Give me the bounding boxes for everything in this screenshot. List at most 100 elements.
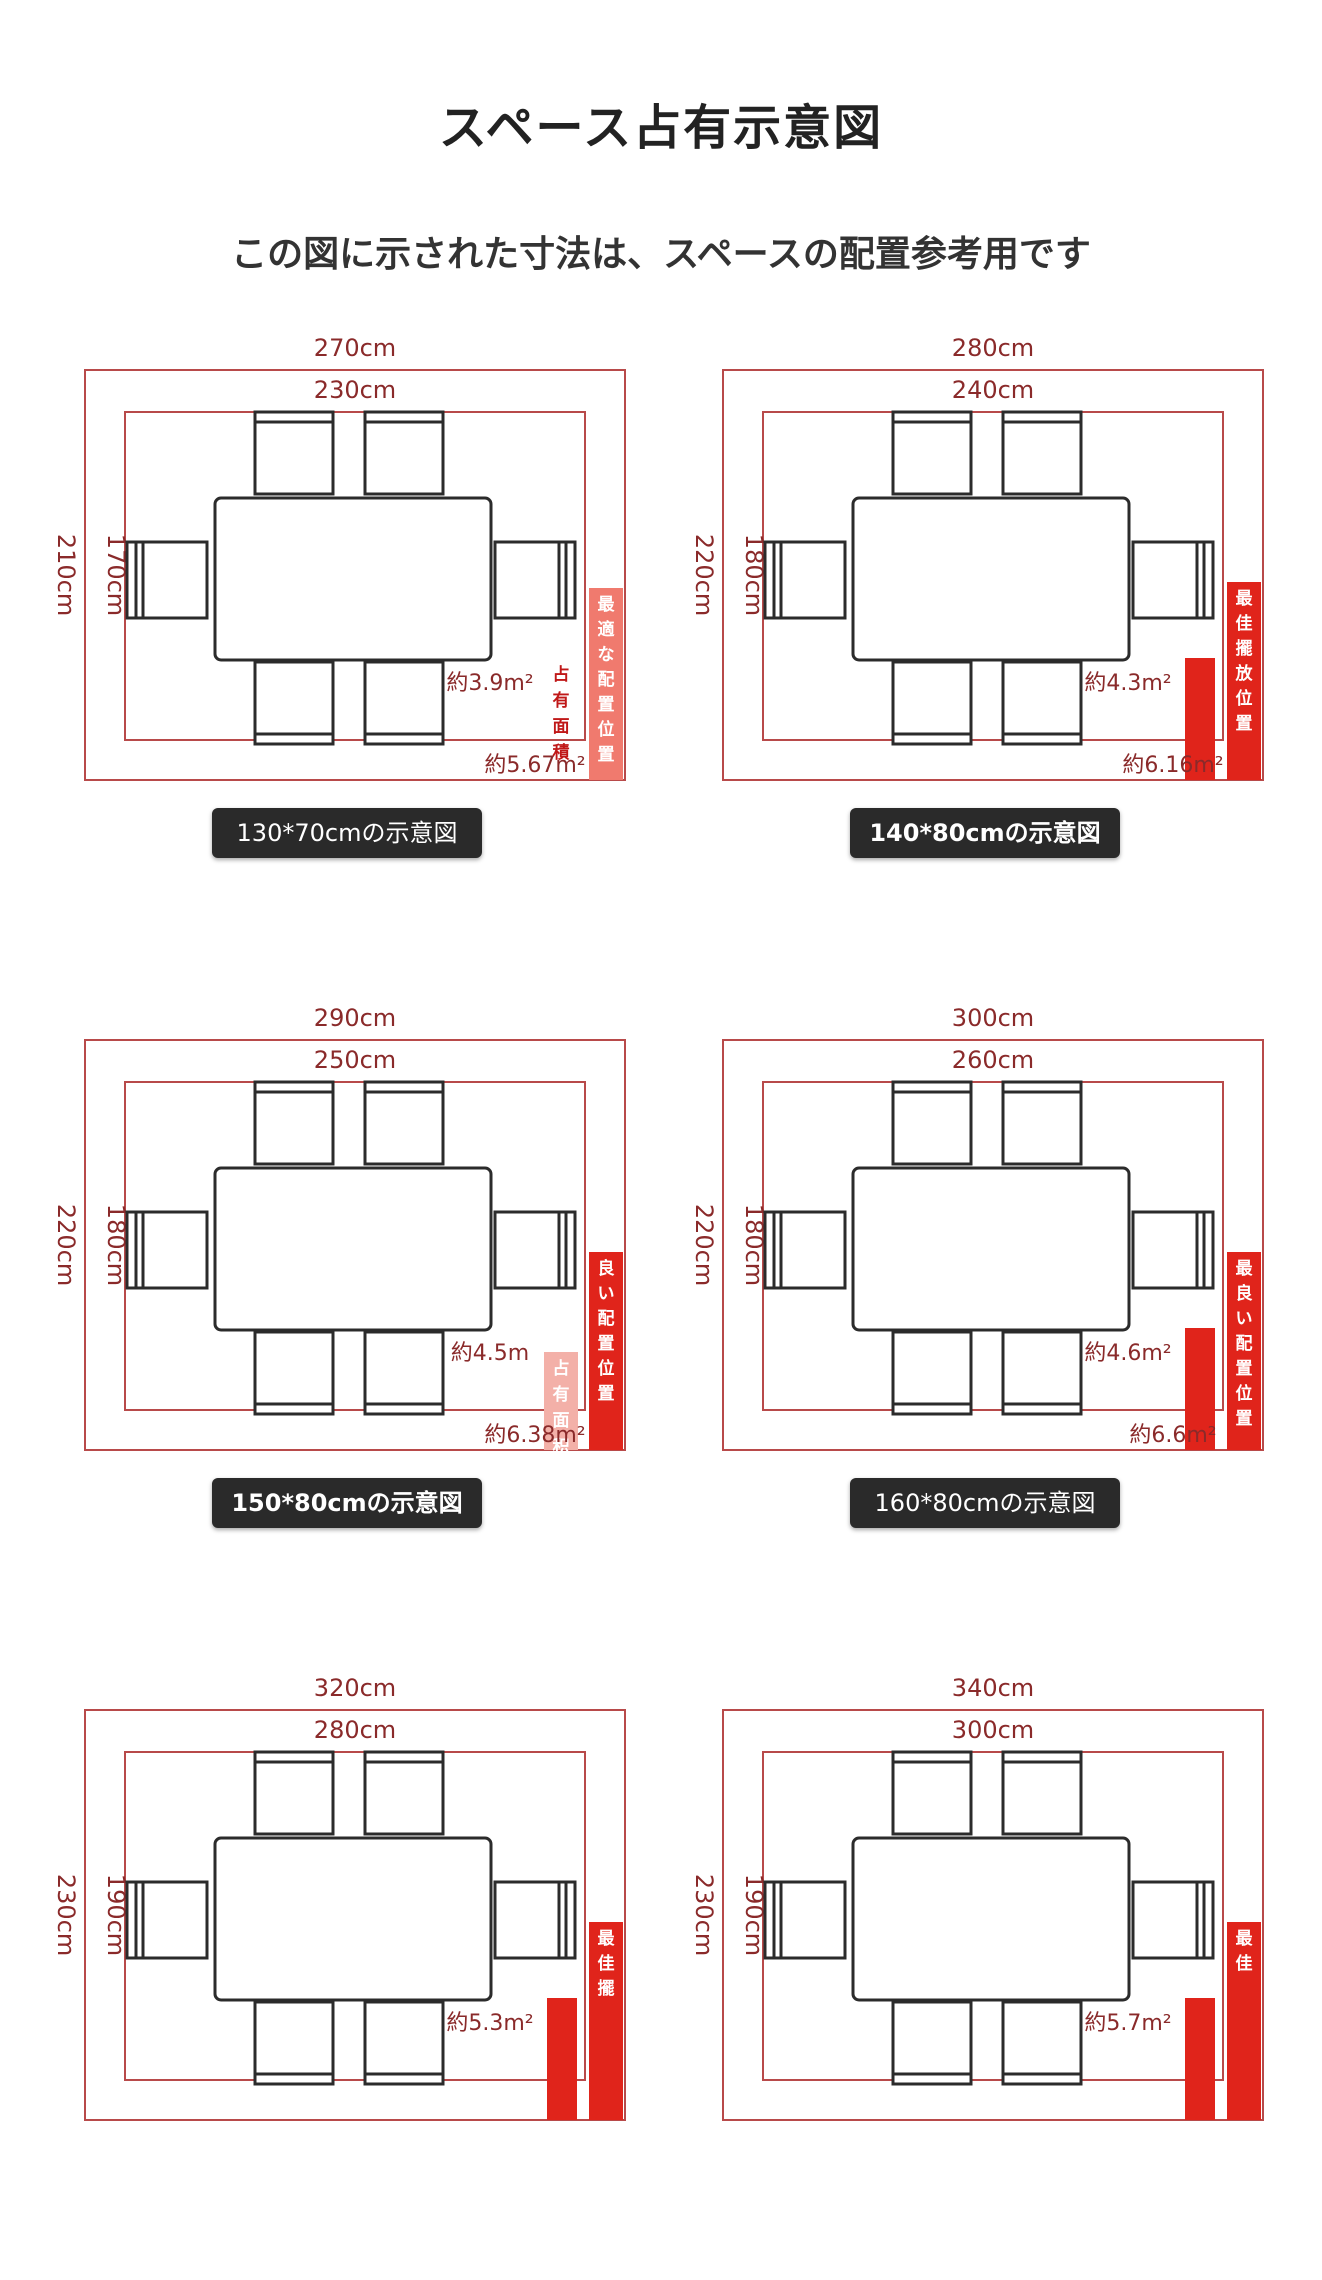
outer-width-label: 290cm [314, 1004, 396, 1032]
svg-text:置: 置 [598, 745, 615, 765]
size-label: 150*80cmの示意図 [212, 1478, 482, 1528]
space-diagram: 340cm300cm230cm190cm占地最佳約5.7m² [678, 1660, 1278, 2280]
chair [125, 1880, 209, 1960]
inner-boundary [124, 1081, 586, 1411]
floor-plan: 340cm300cm230cm190cm占地最佳約5.7m² [690, 1674, 1264, 2121]
outer-height-label: 220cm [52, 1204, 80, 1286]
outer-height-label: 220cm [690, 534, 718, 616]
placement-tag-bg [1227, 582, 1261, 780]
chair [891, 1330, 973, 1416]
chair [1001, 660, 1083, 746]
inner-area-label: 約3.9m² [446, 671, 533, 696]
svg-text:置: 置 [1236, 1359, 1253, 1379]
area-tag-bg [1185, 1998, 1215, 2120]
chair [1131, 1880, 1215, 1960]
svg-text:佳: 佳 [1236, 613, 1253, 634]
chair [493, 1210, 577, 1290]
chair [1131, 1210, 1215, 1290]
outer-width-label: 300cm [952, 1004, 1034, 1032]
svg-text:積: 積 [553, 742, 571, 763]
chair [1001, 2000, 1083, 2086]
svg-text:位: 位 [1236, 688, 1253, 709]
floor-plan: 320cm280cm230cm190cm占地最佳擺約5.3m² [52, 1674, 626, 2121]
svg-text:い: い [598, 1284, 615, 1304]
chair [363, 660, 445, 746]
floor-plan: 300cm260cm220cm180cm占地面积最良い配置位置約4.6m²約6.… [690, 1004, 1264, 1451]
chair [253, 2000, 335, 2086]
chair [763, 540, 847, 620]
chair [891, 1080, 973, 1166]
dining-table [851, 1166, 1131, 1332]
outer-area-label: 約5.67m² [484, 753, 585, 778]
inner-width-label: 260cm [952, 1046, 1034, 1074]
outer-boundary [722, 369, 1264, 781]
svg-text:良: 良 [598, 1258, 615, 1279]
chair [253, 660, 335, 746]
svg-text:置: 置 [598, 695, 615, 715]
inner-boundary [124, 411, 586, 741]
chair [1001, 1080, 1083, 1166]
chair [363, 410, 445, 496]
dining-table [851, 496, 1131, 662]
outer-area-label: 約6.38m² [484, 1423, 585, 1448]
outer-height-label: 230cm [690, 1874, 718, 1956]
size-label: 130*70cmの示意図 [212, 808, 482, 858]
inner-boundary [762, 1081, 1224, 1411]
inner-height-label: 180cm [102, 1204, 130, 1286]
chair [1001, 1330, 1083, 1416]
chair [363, 1330, 445, 1416]
inner-area-label: 約5.7m² [1084, 2011, 1171, 2036]
inner-width-label: 230cm [314, 376, 396, 404]
svg-text:最: 最 [598, 1929, 616, 1949]
svg-text:有: 有 [553, 690, 570, 711]
outer-height-label: 230cm [52, 1874, 80, 1956]
inner-area-label: 約4.6m² [1084, 1341, 1171, 1366]
floor-plan: 280cm240cm220cm180cm占地面积最佳擺放位置約4.3m²約6.1… [690, 334, 1264, 781]
page-title: スペース占有示意図 [438, 100, 884, 156]
svg-text:い: い [1236, 1309, 1253, 1329]
area-tag-bg [544, 1352, 578, 1450]
chair [891, 660, 973, 746]
chair [125, 1210, 209, 1290]
dining-table [213, 496, 493, 662]
outer-area-label: 約6.6m² [1129, 1423, 1216, 1448]
svg-text:位: 位 [598, 1358, 615, 1379]
placement-tag-bg [1227, 1922, 1261, 2120]
svg-text:置: 置 [598, 1384, 615, 1404]
inner-area-label: 約4.3m² [1084, 671, 1171, 696]
inner-width-label: 300cm [952, 1716, 1034, 1744]
svg-text:擺: 擺 [1236, 638, 1253, 659]
space-diagram: 320cm280cm230cm190cm占地最佳擺約5.3m² [40, 1660, 640, 2280]
svg-text:佳: 佳 [598, 1953, 615, 1974]
svg-text:有: 有 [553, 1384, 570, 1405]
page-subtitle: この図に示された寸法は、スペースの配置参考用です [231, 234, 1091, 275]
placement-tag: 最佳 [1236, 1929, 1254, 1974]
svg-text:適: 適 [598, 619, 615, 640]
chair [493, 540, 577, 620]
chair [363, 1080, 445, 1166]
chair [891, 410, 973, 496]
outer-width-label: 320cm [314, 1674, 396, 1702]
svg-text:擺: 擺 [598, 1978, 615, 1999]
svg-text:位: 位 [598, 719, 615, 740]
outer-boundary [84, 1039, 626, 1451]
chair [253, 1330, 335, 1416]
svg-text:最: 最 [1236, 1259, 1254, 1279]
svg-text:最: 最 [598, 595, 616, 615]
svg-text:置: 置 [598, 1334, 615, 1354]
placement-tag-bg [1227, 1252, 1261, 1450]
area-tag-bg [1185, 1328, 1215, 1450]
svg-text:な: な [598, 645, 615, 665]
chair [253, 1750, 335, 1836]
outer-area-label: 約6.16m² [1122, 753, 1223, 778]
svg-text:位: 位 [1236, 1383, 1253, 1404]
dining-table [851, 1836, 1131, 2002]
chair [363, 1750, 445, 1836]
chair [763, 1880, 847, 1960]
